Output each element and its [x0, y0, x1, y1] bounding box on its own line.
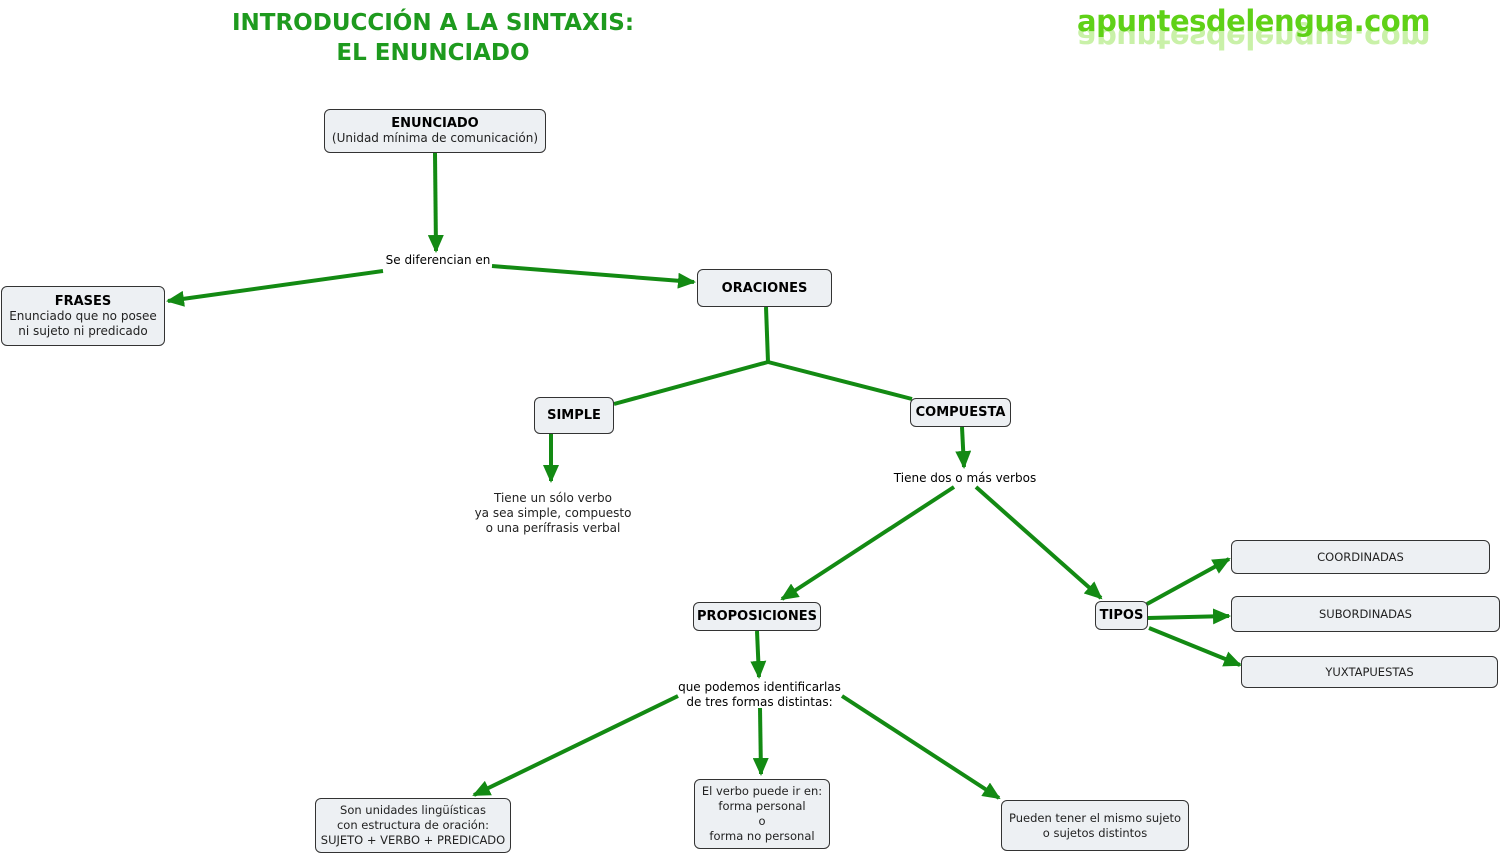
label-simple-desc-line-1: Tiene un sólo verbo	[494, 491, 612, 505]
node-yuxtapuestas: YUXTAPUESTAS	[1241, 656, 1498, 688]
node-enunciado: ENUNCIADO (Unidad mínima de comunicación…	[324, 109, 546, 153]
arrow-tipos-subordinadas	[1147, 608, 1231, 625]
node-verbo: El verbo puede ir en: forma personal o f…	[694, 779, 830, 849]
arrow-proposiciones-identificar	[750, 630, 767, 679]
arrow-tipos-yuxtapuestas	[1148, 626, 1242, 667]
arrow-identificar-sujeto	[840, 694, 1001, 800]
line-oraciones-junction	[764, 306, 770, 363]
arrow-identificar-verbo	[752, 707, 769, 776]
node-frases-line-1: Enunciado que no posee	[9, 308, 157, 323]
node-verbo-line-1: El verbo puede ir en:	[701, 784, 823, 798]
node-oraciones: ORACIONES	[697, 269, 832, 307]
node-proposiciones-title: PROPOSICIONES	[697, 609, 817, 624]
node-coordinadas: COORDINADAS	[1231, 540, 1490, 574]
label-identificar-line-1: que podemos identificarlas	[678, 680, 841, 694]
brand-logo: apuntesdelengua.com apuntesdelengua.com	[1077, 4, 1430, 64]
node-sujeto-line-2: o sujetos distintos	[1042, 825, 1148, 840]
node-yuxtapuestas-label: YUXTAPUESTAS	[1325, 664, 1414, 679]
arrow-tienedos-proposiciones	[780, 485, 956, 601]
node-enunciado-title: ENUNCIADO	[391, 116, 479, 131]
label-tiene-dos: Tiene dos o más verbos	[893, 471, 1037, 485]
node-verbo-line-4: forma no personal	[709, 829, 815, 843]
node-verbo-line-3: o	[758, 814, 766, 828]
node-sujeto-line-1: Pueden tener el mismo sujeto	[1008, 810, 1182, 825]
arrow-diferencian-oraciones	[491, 264, 696, 289]
title-line-2: EL ENUNCIADO	[336, 40, 530, 66]
node-proposiciones: PROPOSICIONES	[693, 602, 821, 631]
arrow-diferencian-frases	[166, 269, 384, 307]
line-junction-compuesta	[767, 360, 913, 401]
node-unidades-line-1: Son unidades lingüísticas	[340, 803, 486, 817]
node-frases: FRASES Enunciado que no posee ni sujeto …	[1, 286, 165, 346]
brand-logo-text: apuntesdelengua.com	[1077, 4, 1430, 38]
label-simple-desc: Tiene un sólo verbo ya sea simple, compu…	[462, 491, 644, 536]
arrow-identificar-unidades	[472, 694, 679, 797]
label-se-diferencian: Se diferencian en	[385, 253, 491, 267]
node-verbo-line-2: forma personal	[718, 799, 806, 813]
node-simple-title: SIMPLE	[547, 408, 601, 423]
node-simple: SIMPLE	[534, 397, 614, 434]
node-subordinadas-label: SUBORDINADAS	[1319, 606, 1412, 621]
arrow-enunciado-diferencian	[427, 152, 444, 253]
label-identificar-line-2: de tres formas distintas:	[686, 695, 833, 709]
node-compuesta-title: COMPUESTA	[915, 405, 1006, 420]
arrow-tipos-coordinadas	[1146, 557, 1231, 606]
node-tipos-title: TIPOS	[1099, 608, 1144, 623]
node-tipos: TIPOS	[1095, 601, 1148, 630]
node-enunciado-subtitle: (Unidad mínima de comunicación)	[331, 131, 539, 145]
label-identificar: que podemos identificarlas de tres forma…	[672, 680, 847, 710]
label-simple-desc-line-3: o una perífrasis verbal	[485, 521, 621, 535]
node-unidades-line-3: SUJETO + VERBO + PREDICADO	[320, 833, 506, 847]
node-frases-title: FRASES	[54, 293, 112, 309]
node-subordinadas: SUBORDINADAS	[1231, 596, 1500, 632]
label-simple-desc-line-2: ya sea simple, compuesto	[474, 506, 632, 520]
line-junction-simple	[613, 360, 769, 406]
node-frases-line-2: ni sujeto ni predicado	[18, 323, 148, 338]
title-line-1: INTRODUCCIÓN A LA SINTAXIS:	[231, 10, 635, 36]
node-unidades-line-2: con estructura de oración:	[336, 818, 489, 832]
node-oraciones-title: ORACIONES	[721, 280, 808, 296]
node-compuesta: COMPUESTA	[910, 398, 1011, 427]
node-unidades: Son unidades lingüísticas con estructura…	[315, 798, 511, 853]
node-coordinadas-label: COORDINADAS	[1317, 549, 1404, 564]
page-title: INTRODUCCIÓN A LA SINTAXIS: EL ENUNCIADO	[200, 8, 666, 68]
arrow-compuesta-tienedos	[955, 426, 972, 469]
node-sujeto: Pueden tener el mismo sujeto o sujetos d…	[1001, 800, 1189, 851]
arrow-tienedos-tipos	[974, 485, 1103, 600]
